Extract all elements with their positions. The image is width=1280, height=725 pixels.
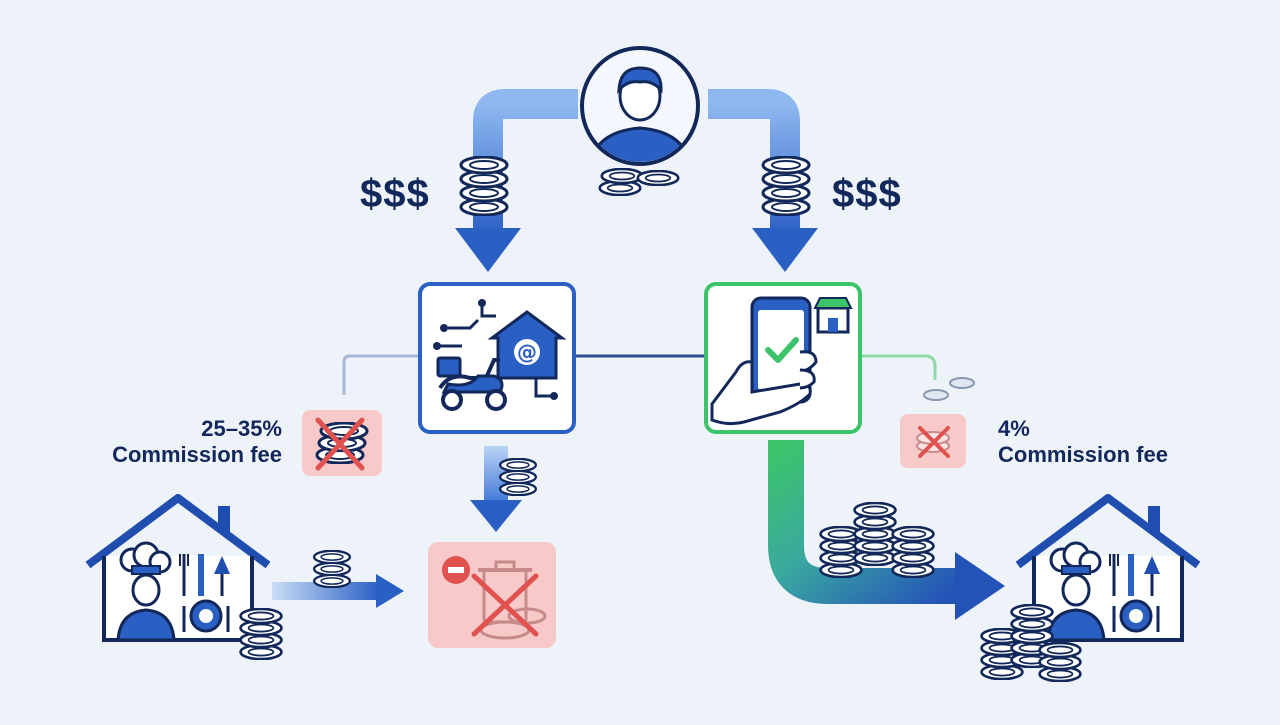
restaurant-house-icon: [85, 494, 271, 642]
fee-left-percent: 25–35%: [201, 416, 282, 441]
restaurant-to-loss-arrow: [272, 550, 404, 608]
direct-ordering-app-icon: [704, 282, 862, 434]
coin-stack-icon: [819, 502, 935, 578]
customer-avatar-icon: [580, 46, 700, 166]
platform-down-arrow: [470, 446, 538, 532]
lost-revenue-trash-icon: [428, 542, 556, 648]
svg-text:@: @: [517, 340, 537, 364]
small-coins-icon: [923, 377, 975, 401]
fee-left-text: Commission fee: [112, 442, 282, 467]
connector-line: [342, 354, 418, 395]
delivery-platform-icon: @: [418, 282, 576, 434]
fee-label-left: 25–35% Commission fee: [80, 416, 282, 468]
crossed-out-coins-icon: [302, 410, 382, 476]
coin-stack-icon: [239, 608, 283, 660]
money-label-left: $$$: [360, 172, 430, 216]
coin-stack-icon: [761, 156, 811, 216]
direct-revenue-arrow: [768, 440, 1005, 620]
fee-right-percent: 4%: [998, 416, 1030, 441]
coin-pile-icon: [598, 168, 680, 196]
money-label-right: $$$: [832, 172, 902, 216]
restaurant-house-icon: [1015, 494, 1201, 642]
fee-right-text: Commission fee: [998, 442, 1168, 467]
coin-stack-icon: [459, 156, 509, 216]
top-left-arrow: [455, 89, 578, 272]
fee-label-right: 4% Commission fee: [998, 416, 1218, 468]
top-right-arrow: [708, 89, 818, 272]
crossed-out-coins-icon: [900, 414, 966, 468]
connector-line: [862, 354, 937, 380]
